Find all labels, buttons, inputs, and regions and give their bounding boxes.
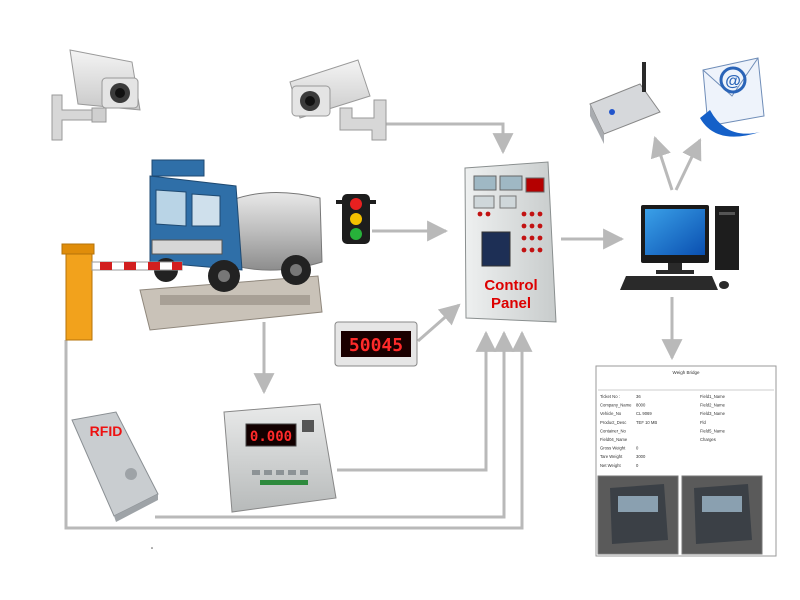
ticket-field-value: 36 (636, 394, 641, 399)
connection-arrows (64, 122, 702, 530)
ticket-field-label: Company_Name (600, 403, 632, 408)
ticket-field-label: Ticket No : (600, 394, 620, 399)
remote-display-icon: 50045 (334, 321, 418, 367)
control-panel-label-line1: Control (484, 277, 537, 294)
boom-barrier-icon (61, 243, 183, 341)
cctv-camera-icon (289, 59, 387, 141)
ticket-field-label: Gross Weight (600, 446, 626, 451)
ticket-field-value: 8000 (636, 403, 646, 408)
arrow-camera-to-panel (385, 122, 514, 155)
ticket-right-label: Field1_Name (700, 394, 726, 399)
ticket-field-label: Net Weight (600, 463, 621, 468)
cctv-camera-icon (51, 49, 141, 141)
ticket-right-label: Field3_Name (700, 411, 726, 416)
panel-indicator-lamps (477, 211, 543, 253)
arrow-barrier-to-panel (64, 330, 533, 530)
tanker-truck-icon (139, 159, 323, 331)
rfid-label: RFID (90, 423, 123, 439)
arrow-display-to-panel (417, 303, 461, 343)
ticket-right-label: Field5_Name (700, 428, 726, 433)
ticket-right-label: Charges (700, 437, 716, 442)
ticket-header-line: Weigh Bridge (673, 370, 700, 375)
arrow-computer-to-email (674, 138, 702, 191)
ticket-right-label: Field2_Name (700, 403, 726, 408)
arrow-rfid-to-panel (155, 330, 515, 519)
ticket-field-label: Container_No (600, 428, 627, 433)
ticket-right-label: Fld (700, 420, 706, 425)
gsm-modem-icon (589, 62, 661, 144)
ticket-field-value: 3000 (636, 454, 646, 459)
indicator-keypad (252, 470, 308, 485)
ticket-field-label: Field04_Name (600, 437, 628, 442)
arrow-indicator-to-panel (337, 330, 497, 472)
email-icon: @ (700, 57, 765, 137)
control-panel-label-line2: Panel (491, 295, 531, 312)
traffic-light-icon (336, 194, 376, 244)
ticket-right-fields: Field1_NameField2_NameField3_NameFldFiel… (700, 394, 726, 442)
ticket-field-value: 0 (636, 446, 639, 451)
arrow-computer-to-modem (650, 136, 674, 191)
svg-text:@: @ (725, 73, 741, 90)
ticket-field-label: Product_Desc (600, 420, 626, 425)
ticket-field-value: 0 (636, 463, 639, 468)
ticket-field-value: CL 9069 (636, 411, 652, 416)
stray-dot (151, 547, 153, 549)
indicator-readout: 0.000 (250, 429, 292, 445)
ticket-field-label: Vehicle_No (600, 411, 622, 416)
ticket-field-value: TEF 10 MB (636, 420, 657, 425)
ticket-header: Weigh Bridge (673, 370, 700, 375)
ticket-field-label: Tare Weight (600, 454, 623, 459)
remote-display-readout: 50045 (349, 335, 403, 356)
rfid-reader-icon: RFID (71, 411, 159, 522)
control-panel-icon: Control Panel (464, 161, 557, 323)
weighing-indicator-icon: 0.000 (223, 403, 337, 513)
computer-icon (620, 205, 739, 290)
